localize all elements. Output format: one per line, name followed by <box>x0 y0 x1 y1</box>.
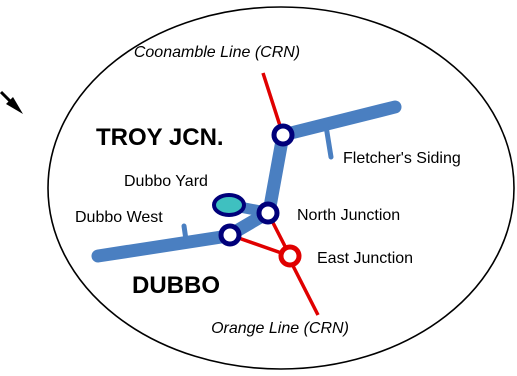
coonamble-line-track <box>261 72 284 133</box>
fletchers-siding-label: Fletcher's Siding <box>343 150 461 167</box>
east-junction-label: East Junction <box>317 250 413 267</box>
north-junction-node <box>256 201 280 225</box>
north-junction-label: North Junction <box>297 207 400 224</box>
coonamble-line-label: Coonamble Line (CRN) <box>134 44 300 61</box>
dubbo-station-node <box>218 223 242 247</box>
troy-jcn-label: TROY JCN. <box>96 124 224 151</box>
region-ellipse <box>47 6 515 370</box>
dubbo-west-label: Dubbo West <box>75 209 163 226</box>
arrow-pointer-icon <box>0 90 23 114</box>
fletchers-siding-spur <box>323 123 334 160</box>
dubbo-label: DUBBO <box>132 272 220 299</box>
dubbo-west-spur <box>181 223 189 243</box>
east-junction-node <box>278 244 302 268</box>
dubbo-yard-label: Dubbo Yard <box>124 173 208 190</box>
dubbo-yard-node <box>212 193 246 217</box>
orange-line-label: Orange Line (CRN) <box>211 320 349 337</box>
troy-jcn-station-node <box>271 123 295 147</box>
